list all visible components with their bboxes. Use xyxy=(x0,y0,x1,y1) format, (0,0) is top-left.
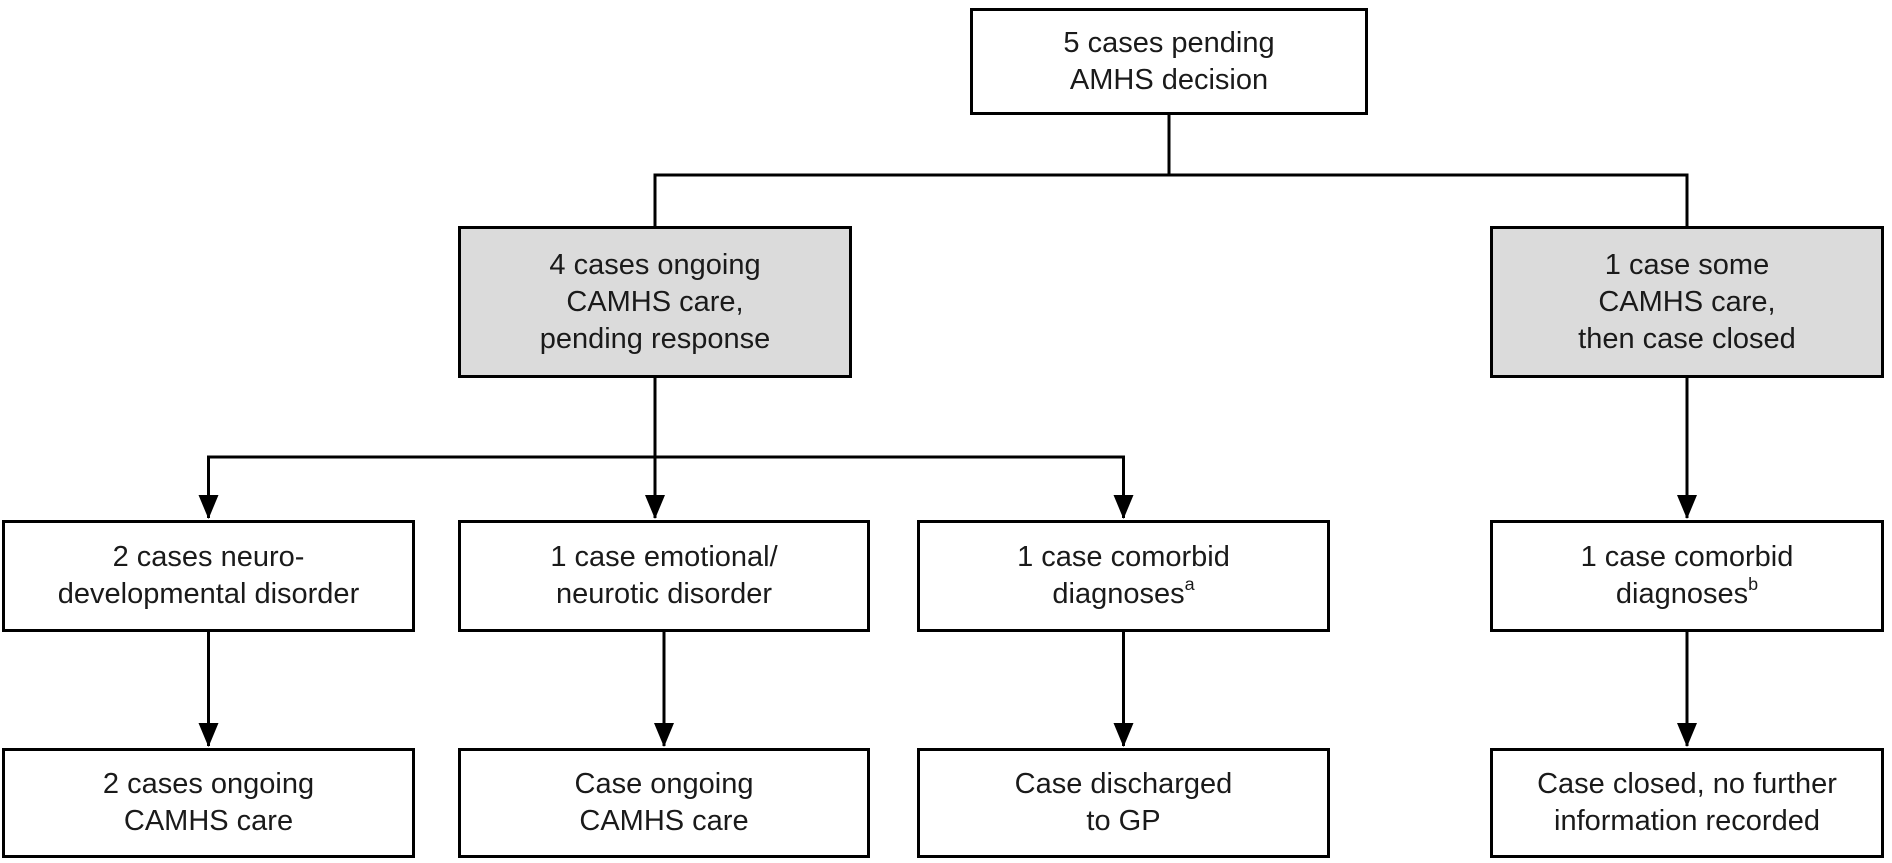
node-branch-left-line2: CAMHS care, xyxy=(566,285,744,318)
node-neurodevelopmental-line1: 2 cases neuro- xyxy=(112,541,305,573)
node-outcome-neuro: 2 cases ongoing CAMHS care xyxy=(2,748,415,858)
node-comorbid-b-line2-text: diagnoses xyxy=(1615,578,1749,610)
footnote-marker-b: b xyxy=(1748,573,1759,594)
node-emotional-neurotic-line2: neurotic disorder xyxy=(556,578,772,610)
node-branch-right-line1: 1 case some xyxy=(1604,248,1770,281)
node-outcome-neuro-line2: CAMHS care xyxy=(123,805,294,837)
node-root-line1: 5 cases pending xyxy=(1063,26,1275,59)
node-comorbid-b-line2: diagnosesb xyxy=(1615,573,1759,613)
node-root: 5 cases pending AMHS decision xyxy=(970,8,1368,115)
node-comorbid-a-line2: diagnosesa xyxy=(1052,573,1195,613)
node-outcome-comorbid-b-line2: information recorded xyxy=(1554,805,1820,837)
node-outcome-neuro-line1: 2 cases ongoing xyxy=(102,768,315,800)
node-comorbid-a-line2-text: diagnoses xyxy=(1052,578,1185,610)
node-outcome-comorbid-a: Case discharged to GP xyxy=(917,748,1330,858)
node-branch-right: 1 case some CAMHS care, then case closed xyxy=(1490,226,1884,378)
node-comorbid-b: 1 case comorbid diagnosesb xyxy=(1490,520,1884,632)
node-emotional-neurotic-line1: 1 case emotional/ xyxy=(550,541,778,573)
node-outcome-comorbid-a-line1: Case discharged xyxy=(1014,768,1233,800)
node-branch-right-line2: CAMHS care, xyxy=(1598,285,1776,318)
node-outcome-emotional-line1: Case ongoing xyxy=(574,768,754,800)
node-outcome-emotional: Case ongoing CAMHS care xyxy=(458,748,870,858)
node-branch-left: 4 cases ongoing CAMHS care, pending resp… xyxy=(458,226,852,378)
node-outcome-comorbid-b: Case closed, no further information reco… xyxy=(1490,748,1884,858)
node-branch-left-line1: 4 cases ongoing xyxy=(549,248,761,281)
node-comorbid-a-line1: 1 case comorbid xyxy=(1017,541,1230,573)
node-comorbid-a: 1 case comorbid diagnosesa xyxy=(917,520,1330,632)
footnote-marker-a: a xyxy=(1184,573,1195,594)
node-neurodevelopmental-line2: developmental disorder xyxy=(57,578,360,610)
node-outcome-comorbid-a-line2: to GP xyxy=(1086,805,1161,837)
node-root-line2: AMHS decision xyxy=(1069,63,1269,96)
node-branch-right-line3: then case closed xyxy=(1578,322,1796,355)
node-outcome-comorbid-b-line1: Case closed, no further xyxy=(1537,768,1837,800)
node-outcome-emotional-line2: CAMHS care xyxy=(579,805,749,837)
node-branch-left-line3: pending response xyxy=(539,322,771,355)
node-neurodevelopmental: 2 cases neuro- developmental disorder xyxy=(2,520,415,632)
node-emotional-neurotic: 1 case emotional/ neurotic disorder xyxy=(458,520,870,632)
node-comorbid-b-line1: 1 case comorbid xyxy=(1580,541,1794,573)
